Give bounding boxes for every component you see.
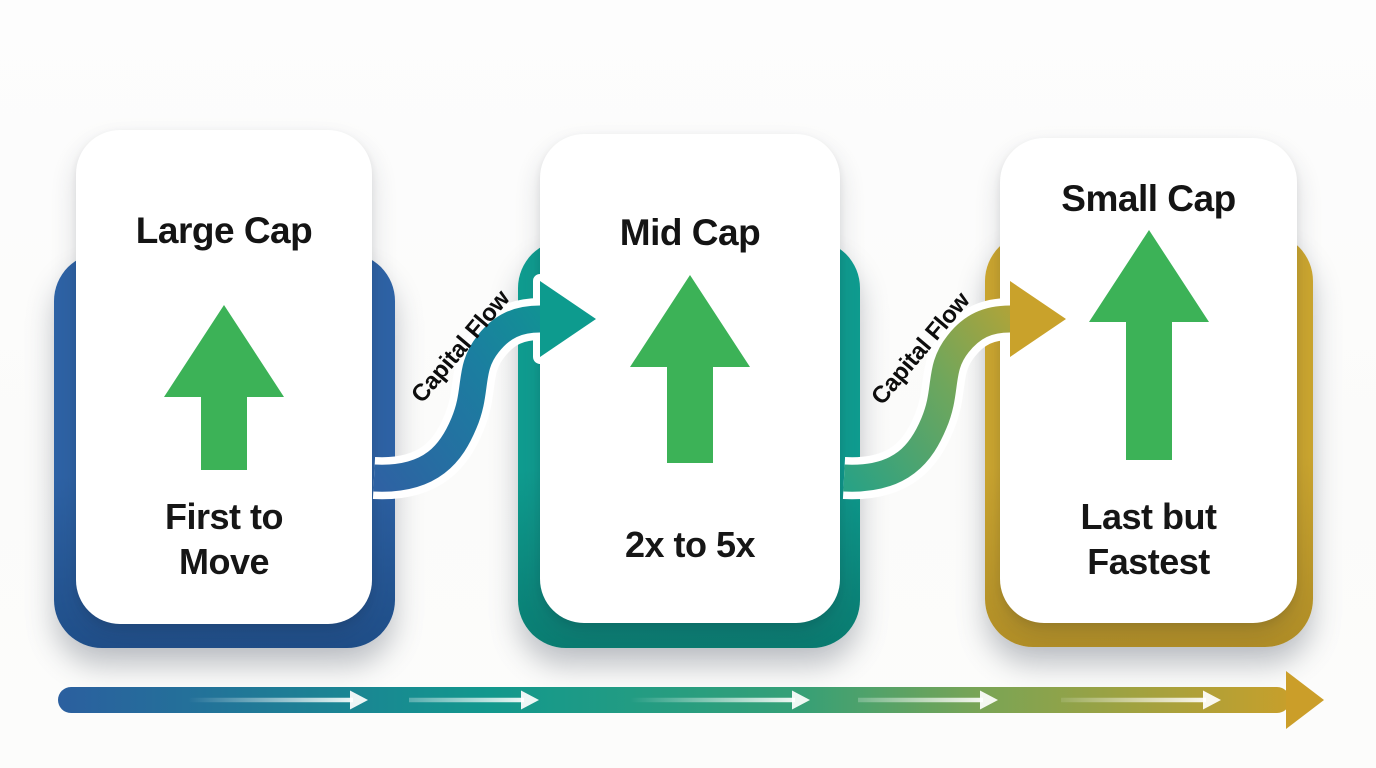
uptrend-arrow-icon <box>1088 230 1209 460</box>
timeline-inner-arrow-icon <box>188 690 368 710</box>
timeline-inner-arrow-icon <box>1061 690 1221 710</box>
timeline-inner-arrow-icon <box>858 690 998 710</box>
uptrend-arrow-icon <box>630 275 750 463</box>
small-cap-card: Small Cap Last but Fastest <box>1000 138 1297 623</box>
capital-flow-label: Capital Flow <box>406 285 516 409</box>
card-subtitle: First to Move <box>165 496 284 582</box>
timeline-inner-arrow-icon <box>409 690 539 710</box>
uptrend-arrow-icon <box>164 305 284 470</box>
card-subtitle: Last but Fastest <box>1080 496 1218 582</box>
card-title: Small Cap <box>1061 178 1236 219</box>
mid-cap-card: Mid Cap 2x to 5x <box>540 134 840 623</box>
timeline-inner-arrow-icon <box>630 690 810 710</box>
card-title: Large Cap <box>135 210 313 251</box>
card-subtitle: 2x to 5x <box>624 524 756 565</box>
large-cap-card: Large Cap First to Move <box>76 130 372 624</box>
card-title: Mid Cap <box>619 212 761 253</box>
capital-flow-label: Capital Flow <box>866 287 976 411</box>
capital-flow-timeline-bar <box>58 671 1324 729</box>
timeline-end-arrow-icon <box>1286 671 1324 729</box>
